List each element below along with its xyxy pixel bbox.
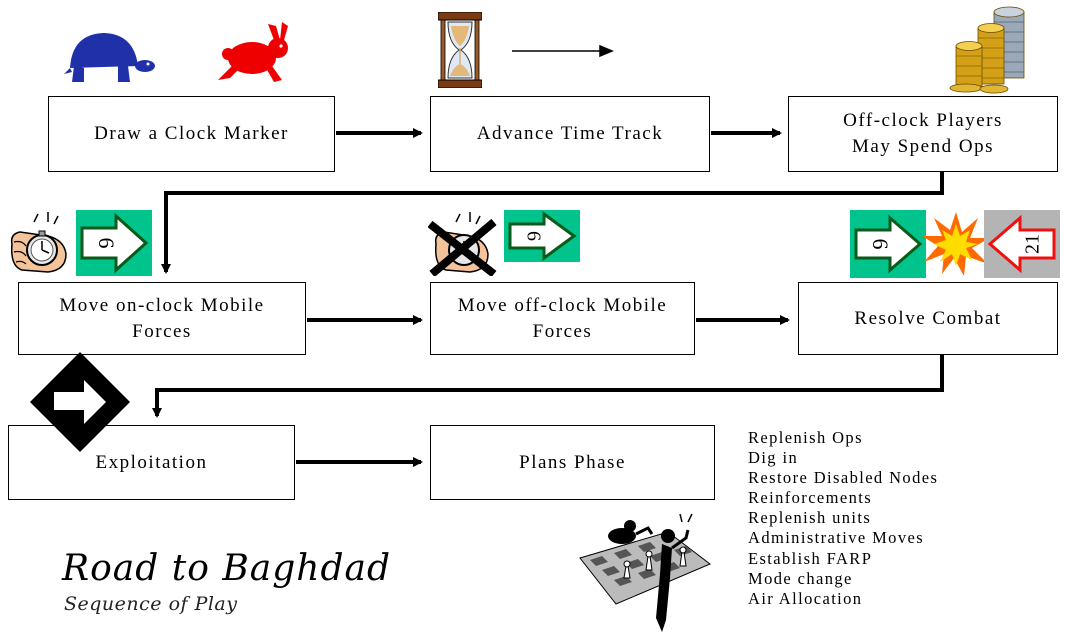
list-item: Restore Disabled Nodes: [748, 468, 939, 488]
crossed-stopwatch-icon: [428, 212, 497, 276]
box-move-onclock: Move on-clock Mobile Forces: [18, 282, 306, 355]
box-plans-phase: Plans Phase: [430, 425, 715, 500]
counter-value: 6: [522, 231, 544, 241]
box-advance-time-track: Advance Time Track: [430, 96, 710, 172]
attacker-counter-offclock: 6: [504, 210, 580, 262]
counter-value: 6: [94, 238, 119, 249]
list-item: Administrative Moves: [748, 528, 925, 548]
list-item: Establish FARP: [748, 548, 873, 568]
list-item: Air Allocation: [748, 588, 863, 608]
turtle-icon: [64, 33, 155, 82]
diagram-subtitle: Sequence of Play: [64, 593, 238, 615]
exploitation-arrow-icon: [30, 352, 130, 452]
box-move-offclock: Move off-clock Mobile Forces: [430, 282, 695, 355]
plans-phase-list: Replenish Ops Dig in Restore Disabled No…: [748, 428, 938, 609]
attacker-counter-onclock: 6: [76, 210, 152, 276]
rabbit-icon: [218, 22, 288, 82]
list-item: Replenish Ops: [748, 428, 863, 447]
diagram-title: Road to Baghdad: [62, 548, 392, 589]
list-item: Dig in: [748, 448, 799, 468]
list-item: Reinforcements: [748, 488, 873, 508]
counter-value: 6: [868, 239, 893, 250]
box-resolve-combat: Resolve Combat: [798, 282, 1058, 355]
list-item: Replenish units: [748, 508, 872, 528]
chess-figures-icon: [579, 513, 711, 632]
explosion-icon: [922, 212, 990, 276]
box-offclock-spend-ops: Off-clock Players May Spend Ops: [788, 96, 1058, 172]
arrow-offclock-to-move-onclock: [161, 172, 944, 274]
counter-value: 21: [1022, 234, 1044, 254]
coin-stack-icon: [949, 6, 1025, 94]
arrow-combat-to-exploitation: [152, 355, 944, 418]
list-item: Mode change: [748, 568, 853, 588]
hourglass-icon: [438, 12, 482, 88]
box-exploitation: Exploitation: [8, 425, 295, 500]
defender-counter-combat: 21: [984, 210, 1060, 278]
stopwatch-hand-icon: [10, 212, 67, 273]
box-draw-clock-marker: Draw a Clock Marker: [48, 96, 335, 172]
attacker-counter-combat: 6: [850, 210, 926, 278]
